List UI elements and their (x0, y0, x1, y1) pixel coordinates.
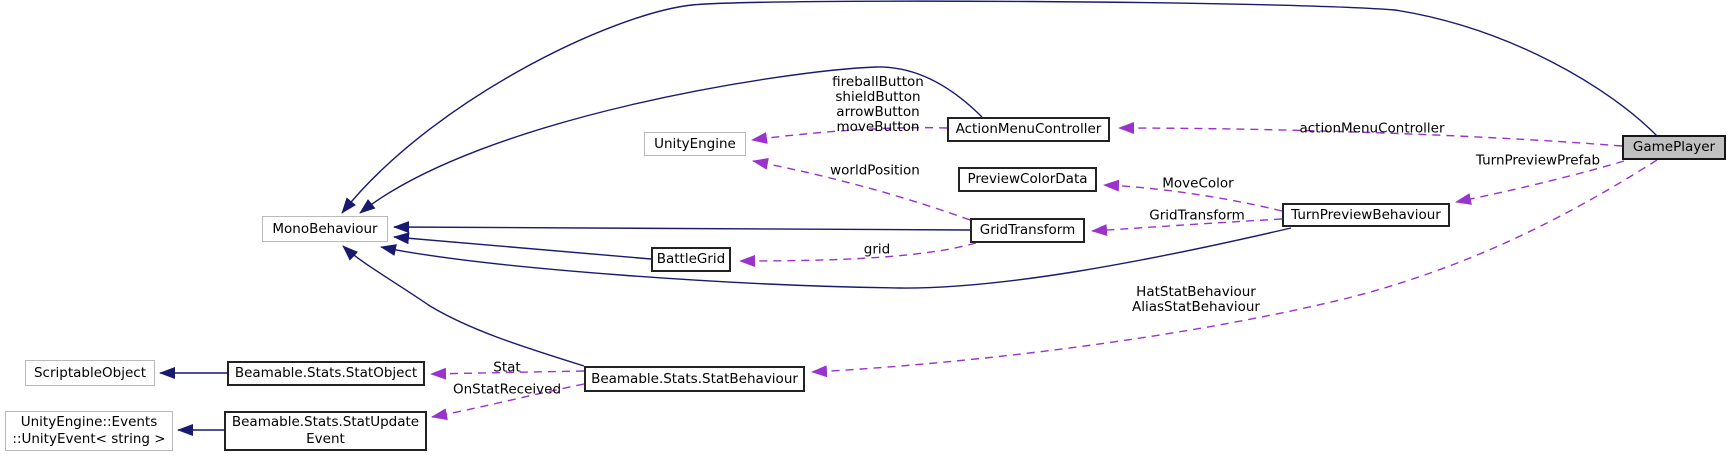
edge-gameplayer-statbehaviour (811, 159, 1658, 378)
edge-label-movecolor: MoveColor (1162, 176, 1233, 191)
edge-label-line: Stat (493, 359, 521, 376)
node-turnpreviewbehaviour[interactable]: TurnPreviewBehaviour (1282, 203, 1450, 227)
edge-label-line: fireballButton (832, 73, 924, 90)
node-label: Beamable.Stats.StatObject (234, 365, 418, 382)
node-unityengine: UnityEngine (644, 132, 746, 156)
edge-turnpreviewbehaviour-monobehaviour (380, 227, 1292, 289)
node-gameplayer: GamePlayer (1622, 135, 1726, 160)
edge-label-grid: grid (864, 242, 890, 257)
edge-statbehaviour-monobehaviour (342, 245, 585, 367)
edge-label-line: worldPosition (830, 162, 920, 179)
edge-label-turnpreviewprefab: TurnPreviewPrefab (1476, 153, 1600, 168)
node-previewcolordata[interactable]: PreviewColorData (958, 167, 1097, 192)
edge-label-line: grid (863, 241, 891, 258)
edge-label-line: shieldButton (835, 88, 921, 105)
edge-gridtransform-unityengine (752, 157, 971, 221)
node-label: ActionMenuController (955, 121, 1102, 138)
node-label: UnityEngine::Events (20, 414, 158, 431)
edge-battlegrid-monobehaviour (393, 232, 652, 260)
node-label: ScriptableObject (33, 364, 147, 381)
node-label: UnityEngine (654, 135, 736, 152)
edge-label-line: AliasStatBehaviour (1132, 299, 1260, 315)
edge-label-line: arrowButton (836, 104, 920, 120)
edge-gameplayer-actionmenucontroller (1118, 122, 1623, 147)
edge-statbehaviour-statobject (430, 367, 585, 380)
node-actionmenucontroller[interactable]: ActionMenuController (947, 117, 1110, 142)
edge-label-line: HatStatBehaviour (1136, 283, 1256, 300)
node-label: Event (306, 431, 345, 447)
node-label: PreviewColorData (967, 171, 1088, 188)
node-statbehaviour[interactable]: Beamable.Stats.StatBehaviour (584, 366, 805, 392)
node-label: GamePlayer (1632, 139, 1716, 156)
edge-label-line: GridTransform (1149, 207, 1245, 224)
node-label: GridTransform (979, 222, 1076, 239)
node-label: BattleGrid (656, 251, 726, 268)
edge-actionmenucontroller-monobehaviour (359, 66, 983, 214)
edge-statbehaviour-statupdateevent (431, 383, 585, 421)
node-monobehaviour: MonoBehaviour (262, 216, 388, 242)
edge-label-worldposition: worldPosition (830, 163, 920, 178)
edge-gridtransform-battlegrid (739, 242, 977, 267)
edge-label-onstatreceived: OnStatReceived (453, 382, 561, 397)
node-label: TurnPreviewBehaviour (1291, 206, 1441, 223)
edge-label-line: TurnPreviewPrefab (1475, 152, 1601, 169)
node-label: MonoBehaviour (272, 220, 378, 237)
edge-label-line: OnStatReceived (452, 381, 562, 398)
edge-label-line: moveButton (836, 119, 920, 136)
node-label: ::UnityEvent< string > (12, 431, 166, 447)
edge-turnpreviewbehaviour-previewcolordata (1103, 179, 1283, 212)
edge-gameplayer-turnpreviewbehaviour (1455, 160, 1625, 205)
edge-actionmenucontroller-unityengine (751, 126, 948, 144)
node-statobject[interactable]: Beamable.Stats.StatObject (227, 361, 425, 386)
edge-gridtransform-monobehaviour (393, 221, 971, 234)
edge-label-line: MoveColor (1162, 175, 1234, 192)
edge-turnpreviewbehaviour-gridtransform (1091, 218, 1283, 237)
node-unityevent: UnityEngine::Events::UnityEvent< string … (5, 411, 173, 451)
node-battlegrid[interactable]: BattleGrid (651, 247, 731, 272)
edges (159, 0, 1658, 436)
node-gridtransform[interactable]: GridTransform (970, 218, 1085, 243)
node-label: Beamable.Stats.StatBehaviour (591, 370, 798, 387)
edge-label-stat: Stat (493, 360, 520, 375)
edge-gameplayer-monobehaviour (341, 0, 1658, 214)
edge-label-line: actionMenuController (1299, 120, 1445, 137)
node-scriptableobject: ScriptableObject (25, 360, 155, 386)
edge-label-gridtransform: GridTransform (1149, 208, 1244, 223)
node-label: Beamable.Stats.StatUpdate (231, 414, 420, 431)
edge-label-actionmenucontroller: actionMenuController (1299, 121, 1444, 136)
